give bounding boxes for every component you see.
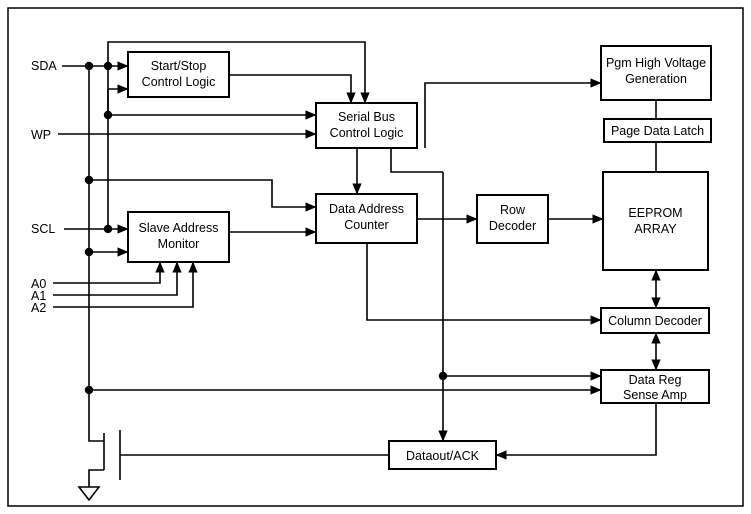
block-serial-bus-control-logic[interactable]: Serial Bus Control Logic — [315, 102, 418, 149]
junction-dots — [84, 61, 448, 395]
block-label-line-2: Monitor — [158, 237, 200, 251]
pin-label-scl: SCL — [31, 222, 55, 236]
block-start-stop-control-logic[interactable]: Start/Stop Control Logic — [127, 51, 230, 98]
pin-label-a2: A2 — [31, 301, 46, 315]
pin-label-a0: A0 — [31, 277, 46, 291]
block-eeprom-array[interactable]: EEPROM ARRAY — [602, 171, 709, 271]
block-label-line-1: Slave Address — [139, 221, 219, 235]
block-page-data-latch[interactable]: Page Data Latch — [603, 118, 712, 143]
block-label-line-2: Decoder — [489, 219, 536, 233]
ground-symbol — [77, 486, 101, 502]
block-label-line-2: Generation — [625, 72, 687, 86]
block-label-line-1: Row — [500, 203, 526, 217]
block-data-reg-sense-amp[interactable]: Data Reg Sense Amp — [600, 369, 710, 404]
block-dataout-ack[interactable]: Dataout/ACK — [388, 440, 497, 470]
block-slave-address-monitor[interactable]: Slave Address Monitor — [127, 211, 230, 263]
wires — [53, 41, 661, 487]
block-label-line-1: Data Address — [329, 202, 404, 216]
block-label-line-1: Pgm High Voltage — [606, 56, 706, 70]
block-label-line-1: Column Decoder — [608, 314, 702, 328]
block-label-line-2: ARRAY — [634, 222, 677, 236]
block-data-address-counter[interactable]: Data Address Counter — [315, 193, 418, 244]
block-label-line-2: Control Logic — [330, 126, 404, 140]
block-label-line-1: Data Reg — [629, 373, 682, 387]
pin-label-sda: SDA — [31, 59, 57, 73]
block-pgm-high-voltage-generation[interactable]: Pgm High Voltage Generation — [600, 45, 712, 101]
block-label-line-1: Start/Stop — [151, 59, 207, 73]
block-label-line-1: EEPROM — [628, 206, 682, 220]
pin-label-wp: WP — [31, 128, 51, 142]
pin-label-a1: A1 — [31, 289, 46, 303]
diagram-border — [7, 7, 744, 507]
block-label-line-2: Counter — [344, 218, 388, 232]
block-row-decoder[interactable]: Row Decoder — [476, 194, 549, 244]
block-label-line-2: Control Logic — [142, 75, 216, 89]
block-label-line-2: Sense Amp — [623, 388, 687, 402]
block-label-line-1: Page Data Latch — [611, 124, 704, 138]
block-label-line-1: Serial Bus — [338, 110, 395, 124]
block-label-line-1: Dataout/ACK — [406, 449, 480, 463]
block-column-decoder[interactable]: Column Decoder — [600, 307, 710, 334]
